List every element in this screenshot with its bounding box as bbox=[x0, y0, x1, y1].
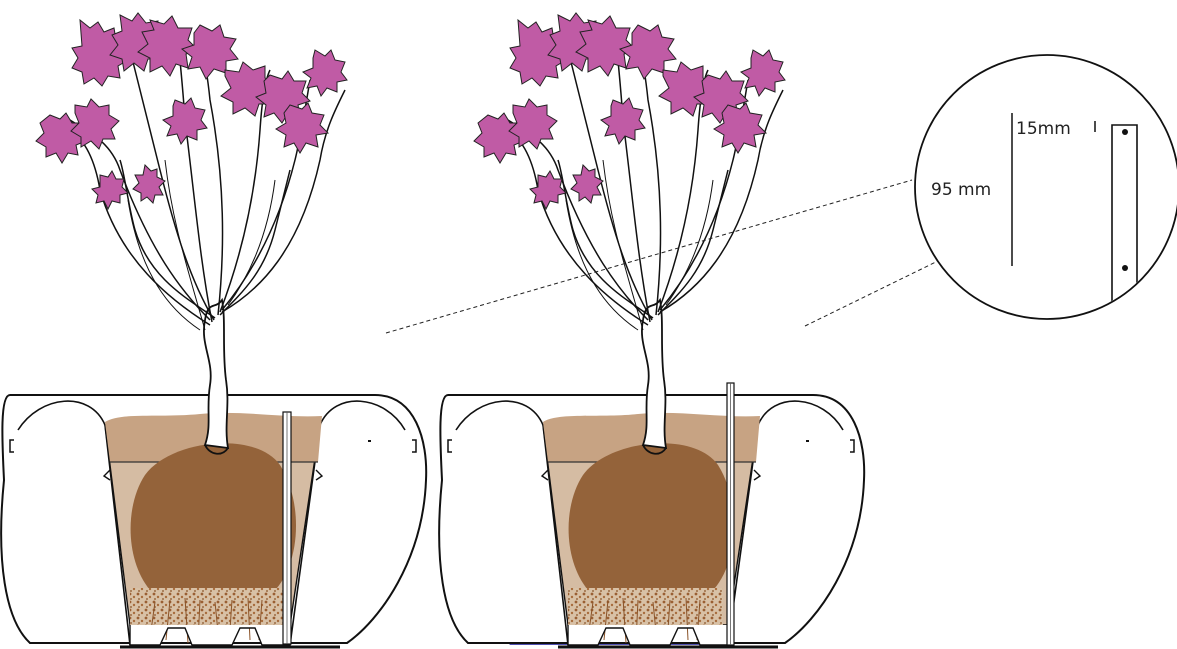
label-95mm: 95 mm bbox=[931, 180, 991, 200]
plant-left-pot bbox=[1, 13, 426, 647]
plant-right-pot-with-water bbox=[439, 13, 864, 647]
leader-line-lower bbox=[805, 258, 944, 326]
detail-magnifier: 15mm 95 mm bbox=[915, 55, 1177, 330]
water-level-indicator bbox=[727, 383, 734, 645]
label-15mm: 15mm bbox=[1016, 119, 1071, 139]
